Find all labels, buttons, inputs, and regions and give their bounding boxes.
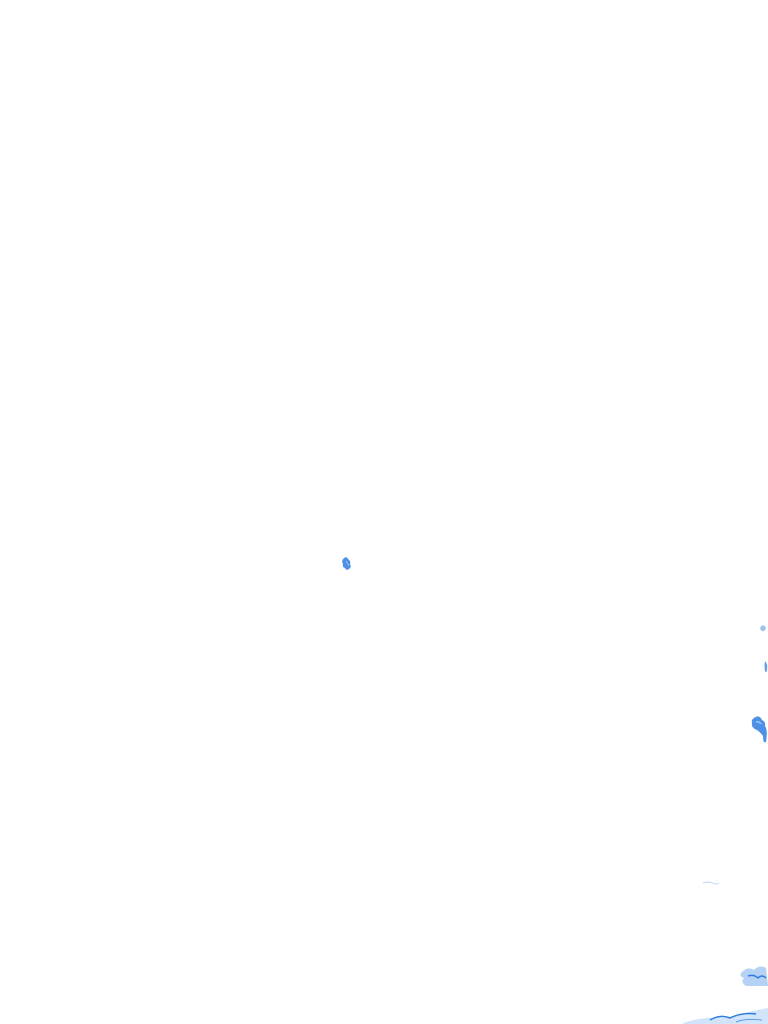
small-blue-mark: [342, 557, 351, 570]
edge-fragment: [751, 716, 767, 743]
edge-fragment: [764, 661, 768, 673]
edge-fragment: [682, 1008, 768, 1024]
edge-fragment: [740, 966, 768, 986]
edge-fragment: [702, 881, 720, 885]
edge-fragment: [760, 625, 766, 632]
